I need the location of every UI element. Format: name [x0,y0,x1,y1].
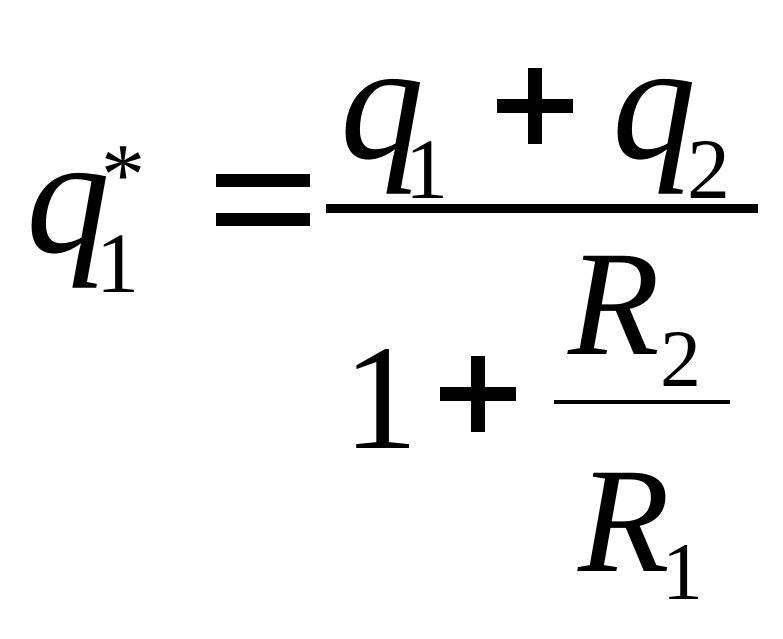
inner-fraction-bar [554,400,730,404]
inner-numerator-subscript: 2 [660,313,701,404]
lhs-variable: q [26,103,110,289]
denominator-plus-sign: + [440,356,516,432]
inner-numerator-variable: R [568,221,660,387]
inner-denominator-subscript: 1 [662,526,703,617]
denominator-one: 1 [343,315,418,481]
numerator-term2-variable: q [612,9,696,195]
inner-denominator-variable: R [578,438,670,604]
numerator-term1-variable: q [340,9,424,195]
main-fraction-bar [326,204,758,213]
numerator-term1-subscript: 1 [405,121,448,217]
lhs-subscript: 1 [96,215,139,311]
numerator-plus-sign: + [497,68,573,144]
numerator-term2-subscript: 2 [687,121,730,217]
lhs-superscript-star: * [101,127,145,224]
equals-sign: = [216,174,310,226]
